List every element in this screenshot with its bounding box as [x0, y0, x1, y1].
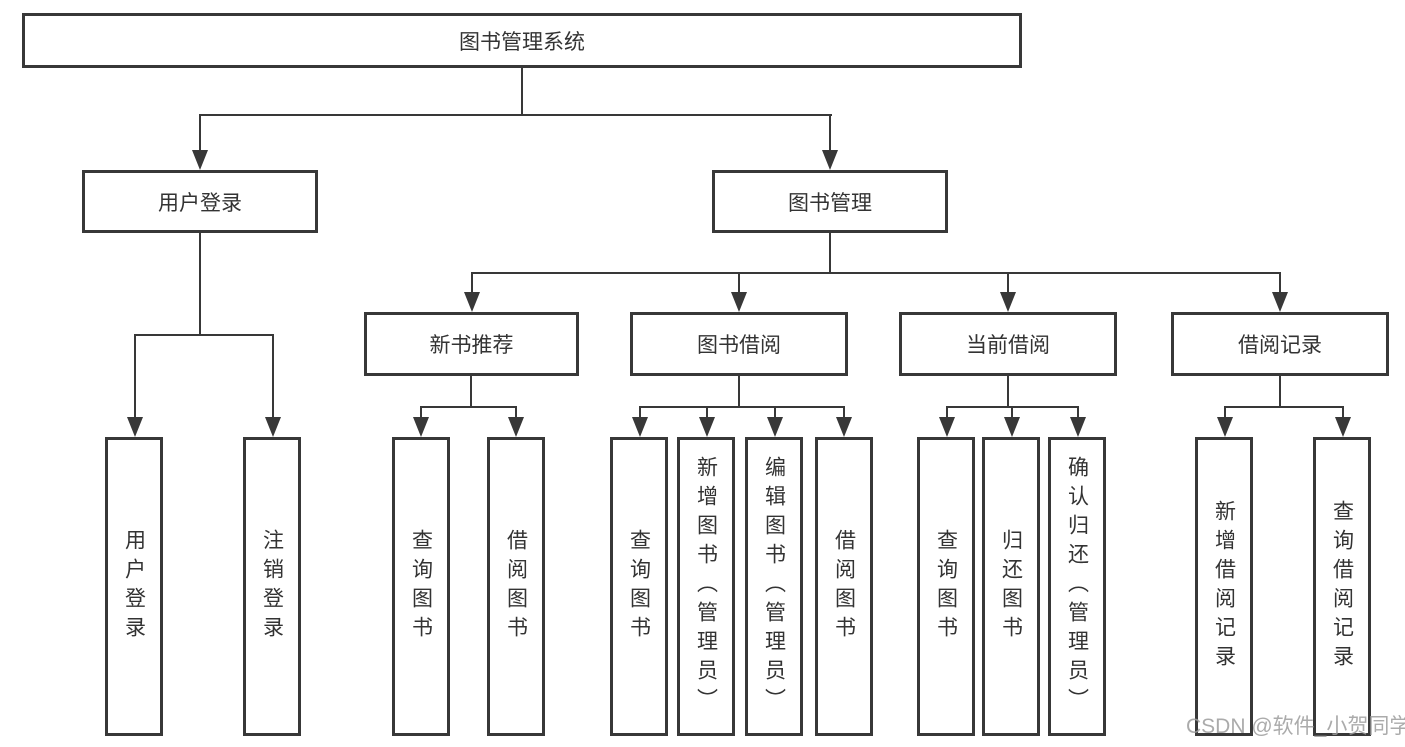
node-label: 借阅图书 [504, 528, 528, 645]
connector-leaf [420, 406, 422, 419]
node-label: 新增借阅记录 [1212, 499, 1236, 674]
arrowhead [508, 417, 524, 437]
node-label: 用户登录 [158, 191, 242, 215]
connector-to-user-login [199, 114, 201, 152]
leaf-borrow-books-recommend: 借阅图书 [487, 437, 545, 736]
node-label: 借阅图书 [832, 528, 856, 645]
connector-leaf [1224, 406, 1226, 419]
arrowhead [464, 292, 480, 312]
connector-to-logout-leaf [272, 334, 274, 419]
node-new-book-recommend: 新书推荐 [364, 312, 579, 376]
connector-book-management-stem [829, 233, 831, 274]
arrowhead [265, 417, 281, 437]
arrowhead [632, 417, 648, 437]
leaf-borrow-books: 借阅图书 [815, 437, 873, 736]
node-label: 新书推荐 [429, 334, 514, 357]
node-current-borrow: 当前借阅 [899, 312, 1117, 376]
connector-leaf [843, 406, 845, 419]
connector-user-login-branch [134, 334, 274, 336]
connector-root-branch [199, 114, 832, 116]
leaf-add-books-admin: 新增图书（管理员） [677, 437, 735, 736]
node-label: 图书管理系统 [459, 30, 585, 54]
connector-leaf [946, 406, 948, 419]
node-book-management: 图书管理 [712, 170, 948, 233]
node-user-login: 用户登录 [82, 170, 318, 233]
connector-to-new-book-rec [471, 272, 473, 294]
leaf-query-borrow-record: 查询借阅记录 [1313, 437, 1371, 736]
connector-leaf [639, 406, 641, 419]
connector-user-login-stem [199, 233, 201, 336]
arrowhead [413, 417, 429, 437]
arrowhead [1070, 417, 1086, 437]
arrowhead [731, 292, 747, 312]
connector-leaf [774, 406, 776, 419]
node-label: 注销登录 [260, 528, 284, 645]
connector-new-book-rec-stem [470, 376, 472, 408]
node-label: 图书管理 [788, 191, 872, 215]
node-label: 归还图书 [999, 528, 1023, 645]
node-label: 新增图书（管理员） [694, 456, 718, 717]
arrowhead [939, 417, 955, 437]
connector-to-current-borrow [1007, 272, 1009, 294]
node-label: 查询图书 [627, 528, 651, 645]
connector-leaf [515, 406, 517, 419]
arrowhead [1000, 292, 1016, 312]
connector-book-borrow-branch [639, 406, 845, 408]
node-label: 编辑图书（管理员） [762, 456, 786, 717]
connector-book-borrow-stem [738, 376, 740, 408]
arrowhead [1272, 292, 1288, 312]
node-label: 查询图书 [934, 528, 958, 645]
node-borrow-records: 借阅记录 [1171, 312, 1389, 376]
connector-to-book-borrow [738, 272, 740, 294]
connector-current-borrow-stem [1007, 376, 1009, 408]
arrowhead [836, 417, 852, 437]
leaf-user-login: 用户登录 [105, 437, 163, 736]
connector-leaf [706, 406, 708, 419]
arrowhead [1335, 417, 1351, 437]
arrowhead [127, 417, 143, 437]
connector-leaf [1342, 406, 1344, 419]
arrowhead [767, 417, 783, 437]
arrowhead [1004, 417, 1020, 437]
node-book-borrow: 图书借阅 [630, 312, 848, 376]
node-label: 当前借阅 [966, 334, 1050, 357]
connector-to-borrow-records [1279, 272, 1281, 294]
connector-book-management-branch [471, 272, 1281, 274]
connector-borrow-records-stem [1279, 376, 1281, 408]
node-label: 查询借阅记录 [1330, 499, 1354, 674]
arrowhead [192, 150, 208, 170]
node-label: 查询图书 [409, 528, 433, 645]
connector-new-book-rec-branch [420, 406, 517, 408]
node-label: 借阅记录 [1238, 334, 1322, 357]
connector-to-book-management [829, 114, 831, 152]
arrowhead [1217, 417, 1233, 437]
connector-borrow-records-branch [1224, 406, 1343, 408]
connector-leaf [1077, 406, 1079, 419]
leaf-confirm-return-admin: 确认归还（管理员） [1048, 437, 1106, 736]
arrowhead [822, 150, 838, 170]
csdn-watermark: CSDN @软件_小贺同学 [1186, 715, 1405, 738]
node-label: 图书借阅 [697, 334, 781, 357]
leaf-query-books-current: 查询图书 [917, 437, 975, 736]
connector-leaf [1011, 406, 1013, 419]
leaf-return-books: 归还图书 [982, 437, 1040, 736]
connector-to-user-login-leaf [134, 334, 136, 419]
connector-root-stem [521, 68, 523, 116]
node-label: 用户登录 [122, 528, 146, 645]
leaf-add-borrow-record: 新增借阅记录 [1195, 437, 1253, 736]
leaf-logout: 注销登录 [243, 437, 301, 736]
leaf-query-books-borrow: 查询图书 [610, 437, 668, 736]
node-library-management-system: 图书管理系统 [22, 13, 1022, 68]
arrowhead [699, 417, 715, 437]
leaf-query-books-recommend: 查询图书 [392, 437, 450, 736]
leaf-edit-books-admin: 编辑图书（管理员） [745, 437, 803, 736]
node-label: 确认归还（管理员） [1065, 456, 1089, 717]
